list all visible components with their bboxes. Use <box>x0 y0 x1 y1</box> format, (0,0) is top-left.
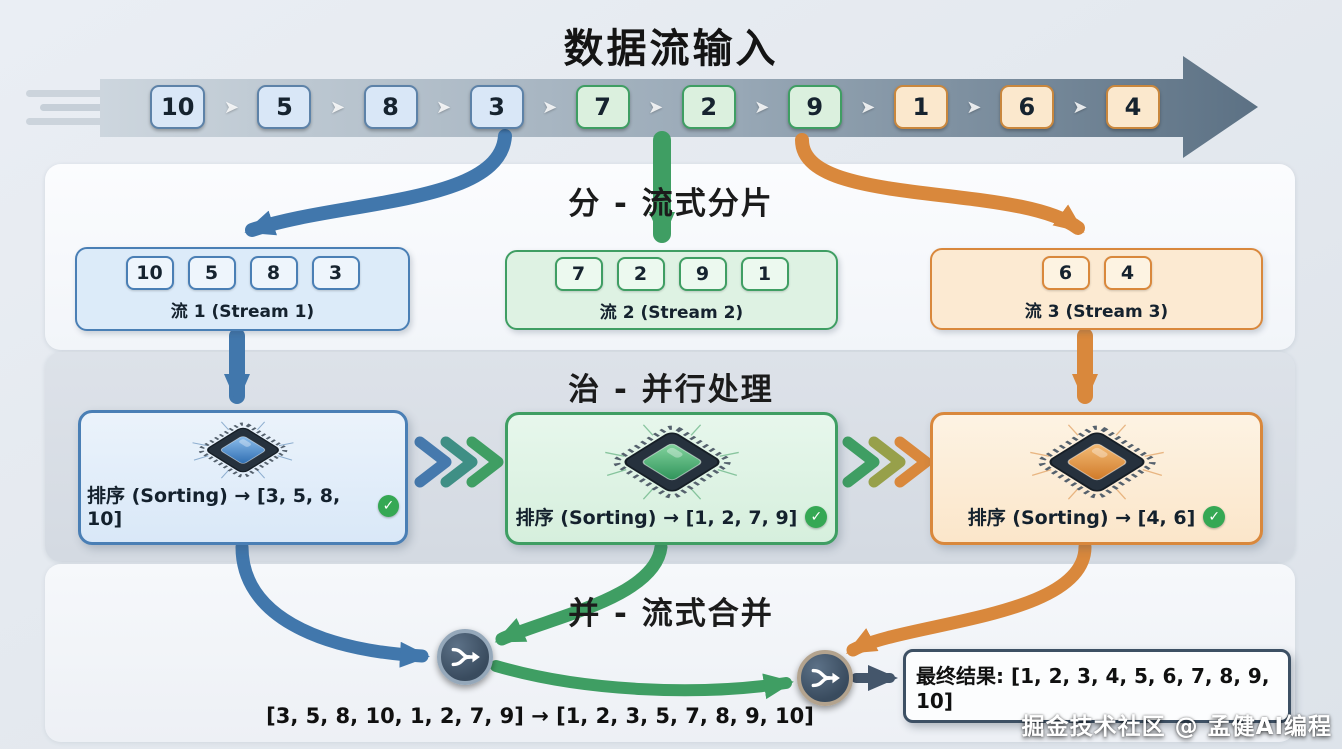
intermediate-merge-result: [3, 5, 8, 10, 1, 2, 7, 9] → [1, 2, 3, 5,… <box>266 704 814 728</box>
stream-value-chip: 2 <box>616 257 665 291</box>
conquer-stage-title: 治 - 并行处理 <box>568 372 774 408</box>
merge-arrows-icon <box>451 647 480 667</box>
merge-node-1 <box>437 629 493 685</box>
stream-value-chip: 1 <box>740 257 789 291</box>
band-arrow-icon: ➤ <box>436 96 452 118</box>
merge-stage-title: 并 - 流式合并 <box>568 596 774 632</box>
input-value-chip: 9 <box>787 85 842 129</box>
watermark: 掘金技术社区 @ 孟健AI编程 <box>1021 714 1332 740</box>
input-value-chip: 1 <box>893 85 948 129</box>
check-icon: ✓ <box>1203 505 1226 528</box>
merge-arrow-green <box>494 540 668 646</box>
processor-1-result: 排序 (Sorting) → [3, 5, 8, 10] <box>87 485 341 530</box>
page-title: 数据流输入 <box>563 26 779 72</box>
stream-value-chip: 5 <box>187 256 236 290</box>
cpu-icon <box>192 421 294 479</box>
stream-1-label: 流 1 (Stream 1) <box>170 302 315 322</box>
input-value-chip: 2 <box>681 85 736 129</box>
band-arrow-icon: ➤ <box>966 96 982 118</box>
band-arrow-icon: ➤ <box>1072 96 1088 118</box>
merge-node-2 <box>797 650 853 706</box>
band-arrow-icon: ➤ <box>542 96 558 118</box>
final-result-box: 最终结果: [1, 2, 3, 4, 5, 6, 7, 8, 9, 10] <box>903 649 1291 723</box>
check-icon: ✓ <box>805 505 828 528</box>
input-value-chip: 8 <box>363 85 418 129</box>
input-band-arrow <box>100 56 1258 158</box>
band-arrow-icon: ➤ <box>329 96 346 118</box>
check-icon: ✓ <box>377 494 399 517</box>
stream-value-chip: 10 <box>125 256 174 290</box>
input-value-chip: 7 <box>575 85 630 129</box>
band-arrow-icon: ➤ <box>754 96 770 118</box>
stream-value-chip: 8 <box>249 256 298 290</box>
cpu-icon <box>604 424 739 500</box>
split-arrow-blue <box>244 129 512 237</box>
input-stream-band: 10 ➤ 5 ➤ 8 ➤ 3 ➤ 7 ➤ 2 ➤ 9 ➤ 1 ➤ 6 ➤ 4 <box>150 85 1160 129</box>
stream-3-label: 流 3 (Stream 3) <box>1024 302 1169 322</box>
stream-value-chip: 3 <box>311 256 360 290</box>
input-value-chip: 5 <box>257 85 312 129</box>
band-arrow-icon: ➤ <box>223 96 239 118</box>
merge-arrow-orange <box>845 540 1092 657</box>
divide-stage-title: 分 - 流式分片 <box>568 186 774 222</box>
input-value-chip: 3 <box>469 85 524 129</box>
processor-2-result: 排序 (Sorting) → [1, 2, 7, 9] <box>515 507 798 529</box>
stream-value-chip: 4 <box>1103 256 1152 290</box>
processor-1-box: 排序 (Sorting) → [3, 5, 8, 10] ✓ <box>78 410 408 545</box>
merge-connector-green <box>490 660 794 700</box>
pipeline-chevrons-icon <box>414 436 932 488</box>
input-value-chip: 6 <box>999 85 1054 129</box>
merge-arrows-icon <box>811 668 840 688</box>
processor-3-box: 排序 (Sorting) → [4, 6] ✓ <box>930 412 1263 545</box>
processor-2-box: 排序 (Sorting) → [1, 2, 7, 9] ✓ <box>505 412 838 545</box>
stream-value-chip: 9 <box>678 257 727 291</box>
input-value-chip: 10 <box>150 85 206 129</box>
stream-value-chip: 6 <box>1041 256 1090 290</box>
merge-arrow-blue <box>235 540 430 668</box>
processor-3-result: 排序 (Sorting) → [4, 6] <box>967 507 1196 529</box>
stream-2-label: 流 2 (Stream 2) <box>599 303 744 323</box>
final-result-text: 最终结果: [1, 2, 3, 4, 5, 6, 7, 8, 9, 10] <box>916 663 1270 713</box>
cpu-icon <box>1029 424 1164 500</box>
split-arrow-orange <box>795 133 1085 235</box>
stream-value-chip: 7 <box>554 257 603 291</box>
input-value-chip: 4 <box>1105 85 1160 129</box>
band-arrow-icon: ➤ <box>648 96 664 118</box>
band-arrow-icon: ➤ <box>860 96 876 118</box>
